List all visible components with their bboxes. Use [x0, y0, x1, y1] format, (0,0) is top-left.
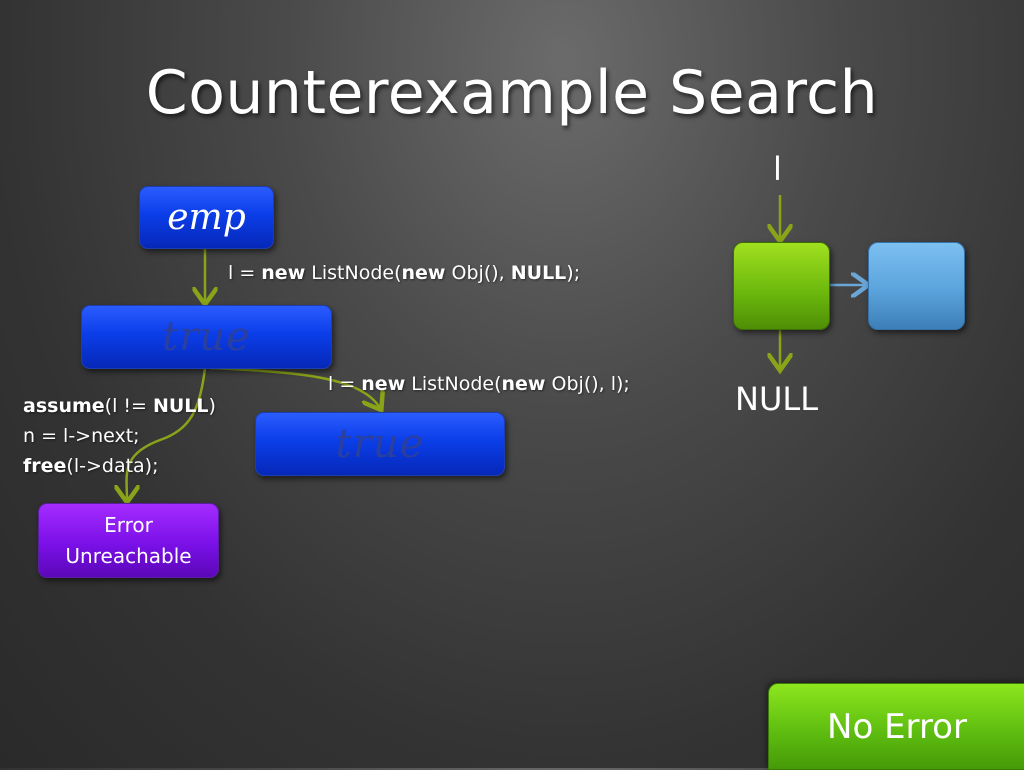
stmt-next: n = l->next;: [23, 425, 140, 447]
node-error-unreachable: Error Unreachable: [38, 503, 219, 578]
node-true-top: true: [81, 305, 332, 369]
heap-node-blue: [868, 242, 965, 330]
node-true-right: true: [255, 412, 505, 476]
node-true-right-label: true: [335, 421, 425, 467]
node-emp: emp: [139, 186, 274, 249]
heap-node-green: [733, 242, 830, 330]
no-error-badge: No Error: [768, 683, 1024, 770]
error-line-2: Unreachable: [65, 543, 192, 568]
edge-true-to-error: [127, 367, 207, 500]
edge-label-error-path: assume(l != NULL) n = l->next; free(l->d…: [23, 391, 216, 481]
edge-true-to-true: [209, 366, 380, 408]
node-emp-label: emp: [167, 197, 246, 238]
edge-label-alloc-first: l = new ListNode(new Obj(), NULL);: [228, 262, 581, 284]
stmt-free: free(l->data);: [23, 455, 159, 477]
heap-var-label: l: [773, 150, 782, 188]
slide-title: Counterexample Search: [145, 58, 879, 128]
edge-label-alloc-second: l = new ListNode(new Obj(), l);: [328, 373, 630, 395]
error-line-1: Error: [104, 512, 153, 537]
stmt-assume: assume(l != NULL): [23, 395, 216, 417]
heap-null-label: NULL: [735, 380, 819, 418]
node-true-top-label: true: [162, 314, 251, 360]
